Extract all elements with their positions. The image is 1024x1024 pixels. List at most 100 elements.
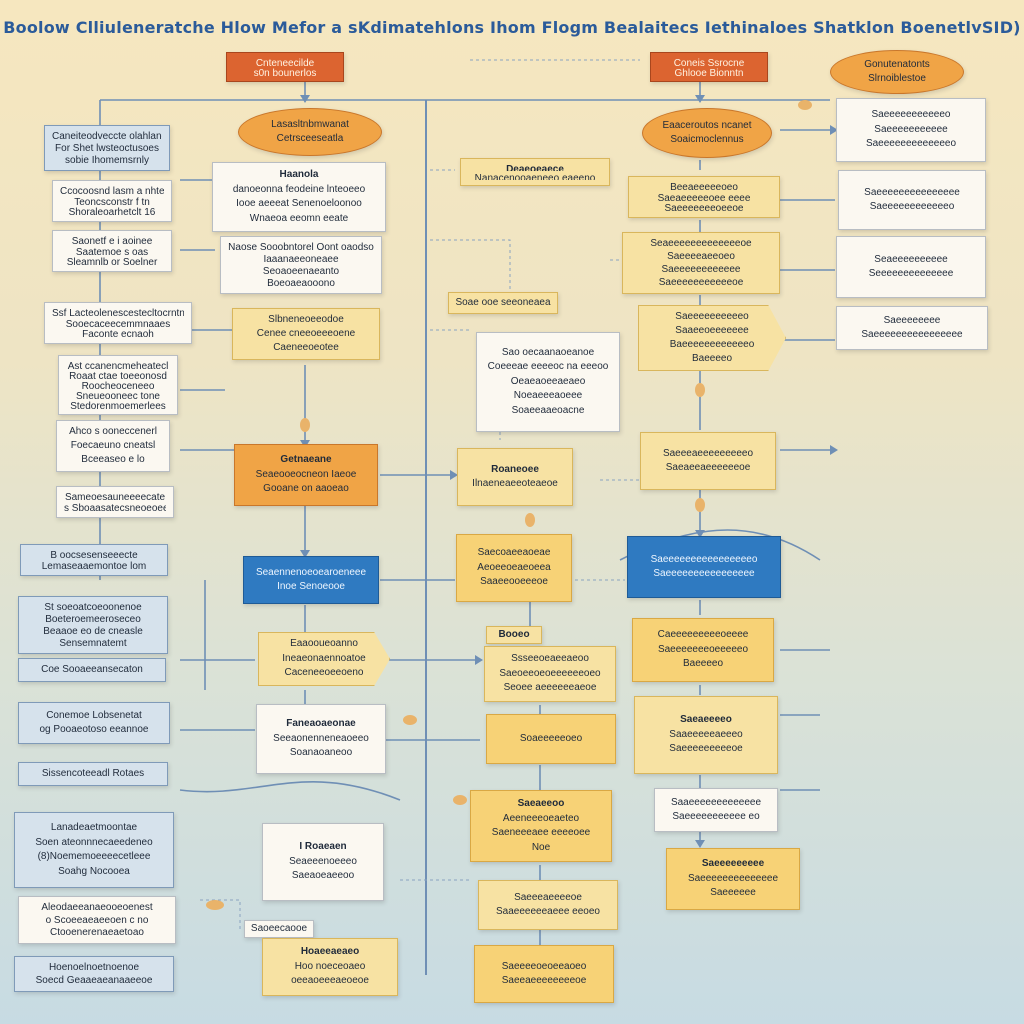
node-r6-line-3: Baeeeeo (682, 658, 724, 670)
node-l13-line-1: Lanadeaetmoontae (50, 822, 138, 833)
node-c3-line-5: Soaeeaaeoacne (511, 404, 585, 416)
node-r2: Seaeeeeeeeeeeeeeoe Saeeeeaeeoeo Saeeeeee… (622, 232, 780, 294)
node-l2-line-1: Ccocoosnd lasm a nhterlet (60, 186, 164, 195)
node-l6-line-2: Foecaeuno cneatsl (70, 440, 156, 451)
node-c11-line-1: Saeeeeoeoeeaoeo (501, 960, 587, 972)
node-r8-line-2: Saeeeeeeeeeee eo (672, 811, 760, 822)
node-m1-line-4: Wnaeoa eeomn eeate (249, 212, 349, 224)
node-oval-mid-line-1: Eaaceroutos ncanet (662, 119, 752, 131)
node-m1: Haanola danoeonna feodeine lnteoeeo Iooe… (212, 162, 386, 232)
node-l12: Sissencoteeadl Rotaes (18, 762, 168, 786)
node-r1-line-3: Saeeeeeeeoeeoe (664, 203, 744, 213)
node-oval-mid-line-2: Soaicmoclennus (670, 134, 744, 145)
node-m6-line-3: Caceneeoeeoeno (284, 667, 364, 679)
node-c5-line-1: Saecoaeeaoeae (477, 547, 551, 559)
node-far-right-1-line-3: Saeeeeeeeeeeeeeo (865, 138, 957, 150)
node-m6-line-1: Eaaooueoanno (290, 638, 358, 650)
node-l5: Ast ccanencmeheatecl Roaat ctae toeeonos… (58, 355, 178, 415)
node-l7-line-1: Sameoesauneeeecate (64, 492, 166, 501)
node-c9: Saeaeeoo Aeeneeeoeaeteo Saeneeeaee eeeeo… (470, 790, 612, 862)
node-r1-line-1: Beeaeeeeeoeo (670, 182, 738, 191)
node-m2-line-1: Naose Sooobntorel Oont oaodso (228, 242, 374, 252)
node-l2-line-3: Shoraleoarhetclt 16 (68, 207, 156, 217)
node-l3-line-1: Saonetf e i aoinee (71, 236, 153, 245)
node-l13-line-3: (8)Noememoeeeecetleee (37, 851, 151, 862)
node-r9-line-3: Saeeeeee (710, 887, 756, 899)
node-c5-line-3: Saaeeooeeeoe (480, 576, 548, 588)
node-oval-mid: Eaaceroutos ncanet Soaicmoclennus (642, 108, 772, 158)
node-l9-line-4: Sensemnatemt (59, 638, 127, 648)
node-r2-line-2: Saeeeeaeeoeo (667, 251, 735, 262)
node-r6: Caeeeeeeeeeoeeee Saeeeeeeeoeeeeeo Baeeee… (632, 618, 774, 682)
node-l5-line-4: Sneueooneec tone (76, 391, 160, 399)
node-l5-line-3: Roocheoceneeo (81, 381, 155, 389)
node-m8-line-3: Saeaoeaeeoo (291, 870, 355, 882)
node-c8-line-1: Soaeeeeeoeo (519, 732, 583, 744)
node-m4-line-1: Getnaeane (280, 454, 332, 466)
node-m10-line-3: oeeaoeeeaeoeoe (291, 975, 369, 987)
node-c1-line-2: Nanacenooaeneeo eaeeno (474, 173, 596, 180)
node-c5-line-2: Aeoeeoeaeoeea (477, 561, 551, 573)
node-c10-line-2: Saaeeeeeeaeee eeoeo (496, 906, 600, 917)
node-oval-left-line-2: Cetrsceeseatla (276, 133, 344, 144)
node-r9-line-1: Saeeeeeeeee (701, 858, 765, 870)
node-c3-line-4: Noeaeeeaoeee (513, 390, 583, 402)
node-m10-line-1: Hoaeeaeaeo (300, 946, 360, 958)
node-c10-line-1: Saeeeaeeeeoe (514, 891, 582, 903)
node-m4-line-3: Gooane on aaoeao (263, 483, 349, 495)
node-m3-line-1: Slbneneoeeodoe (268, 314, 344, 325)
node-r1-line-2: Saeaeeeeeoee eeee (657, 192, 751, 202)
node-top-right-line-2: Slrnoiblestoe (868, 73, 926, 84)
node-l11: Conemoe Lobsenetat og Pooaeotoso eeannoe (18, 702, 170, 744)
node-l8-line-2: Lemaseaaemontoe lom (41, 561, 147, 570)
node-far-right-1-line-1: Saeeeeeeeeeeeo (871, 109, 951, 121)
node-r7-line-3: Saeeeeeeeeeoe (669, 743, 743, 755)
node-c6: Booeo (486, 626, 542, 644)
node-r2-line-3: Saeeeeeeeeeeee (661, 264, 741, 275)
node-l13-line-4: Soahg Nocooea (58, 865, 130, 877)
node-r3-line-2: Saaeeoeeeeeee (675, 325, 749, 336)
node-r8: Saaeeeeeeeeeeeee Saeeeeeeeeeee eo (654, 788, 778, 832)
node-l9-line-3: Beaaoe eo de cneasle (43, 626, 143, 636)
node-top-mid: Coneis Ssrocne Ghlooe Bionntn (650, 52, 768, 82)
node-c1: Deaeoeaece Nanacenooaeneeo eaeeno (460, 158, 610, 186)
node-far-right-1: Saeeeeeeeeeeeo Saeeeeeeeeeee Saeeeeeeeee… (836, 98, 986, 162)
node-l4-line-3: Faconte ecnaoh (82, 329, 154, 339)
node-oval-left-line-1: Lasasltnbmwanat (271, 118, 349, 130)
node-m10: Hoaeeaeaeo Hoo noeceoaeo oeeaoeeeaeoeoe (262, 938, 398, 996)
node-far-right-2-line-2: Saeeeeeeeeeeeeo (869, 201, 955, 212)
node-c10: Saeeeaeeeeoe Saaeeeeeeaeee eeoeo (478, 880, 618, 930)
node-c5: Saecoaeeaoeae Aeoeeoeaeoeea Saaeeooeeeoe (456, 534, 572, 602)
node-l5-line-1: Ast ccanencmeheatecl (67, 361, 169, 369)
node-r9-line-2: Saeeeeeeeeeeeeee (687, 872, 779, 884)
node-l4: Ssf Lacteolenescestecltocrntn Sooecaceec… (44, 302, 192, 344)
node-l10: Coe Sooaeeansecaton (18, 658, 166, 682)
node-top-right-line-1: Gonutenatonts (864, 58, 930, 70)
node-r8-line-1: Saaeeeeeeeeeeeee (670, 796, 762, 808)
node-r7: Saeaeeeeo Saaeeeeeaeeeo Saeeeeeeeeeoe (634, 696, 778, 774)
node-far-right-4-line-1: Saeeeeeeee (883, 314, 941, 326)
node-l11-line-1: Conemoe Lobsenetat (46, 709, 142, 721)
node-l6-line-1: Ahco s ooneccenerl (69, 426, 157, 437)
node-l3: Saonetf e i aoinee Saatemoe s oas Sleamn… (52, 230, 172, 272)
node-m5-line-1: Seaennenoeoearoeneee (255, 566, 367, 578)
node-m3-line-2: Cenee cneeoeeeoene (256, 328, 356, 339)
node-m3: Slbneneoeeodoe Cenee cneeoeeeoene Caenee… (232, 308, 380, 360)
node-r3-line-3: Baeeeeeeeeeeeeo (669, 339, 755, 350)
node-r4: Saeeeaeeeeeeeeeo Saeaeeaeeeeeeoe (640, 432, 776, 490)
node-l1-line-3: sobie Ihomemsrnly (65, 155, 149, 165)
node-l10-line-1: Coe Sooaeeansecaton (41, 664, 143, 675)
node-c1-line-1: Deaeoeaece (506, 164, 564, 171)
node-r2-line-1: Seaeeeeeeeeeeeeeoe (650, 238, 752, 249)
node-m2-line-3: Seoaoeenaeanto (262, 266, 340, 276)
node-c2-line-1: Soae ooe seeoneaea (455, 296, 551, 308)
node-l9: St soeoatcoeoonenoe Boeteroemeeroseceo B… (18, 596, 168, 654)
node-c4-line-2: Ilnaeneaeeoteaeoe (472, 478, 558, 489)
node-l8: B oocsesenseeecte Lemaseaaemontoe lom (20, 544, 168, 576)
node-l13: Lanadeaetmoontae Soen ateonnnecaeedeneo … (14, 812, 174, 888)
node-r7-line-1: Saeaeeeeo (680, 714, 732, 726)
node-l3-line-2: Saatemoe s oas (75, 246, 149, 256)
node-m4-line-2: Seaeooeocneon Iaeoe (255, 468, 357, 480)
node-r5-line-1: Saeeeeeeeeeeeeeeeeo (650, 553, 758, 565)
